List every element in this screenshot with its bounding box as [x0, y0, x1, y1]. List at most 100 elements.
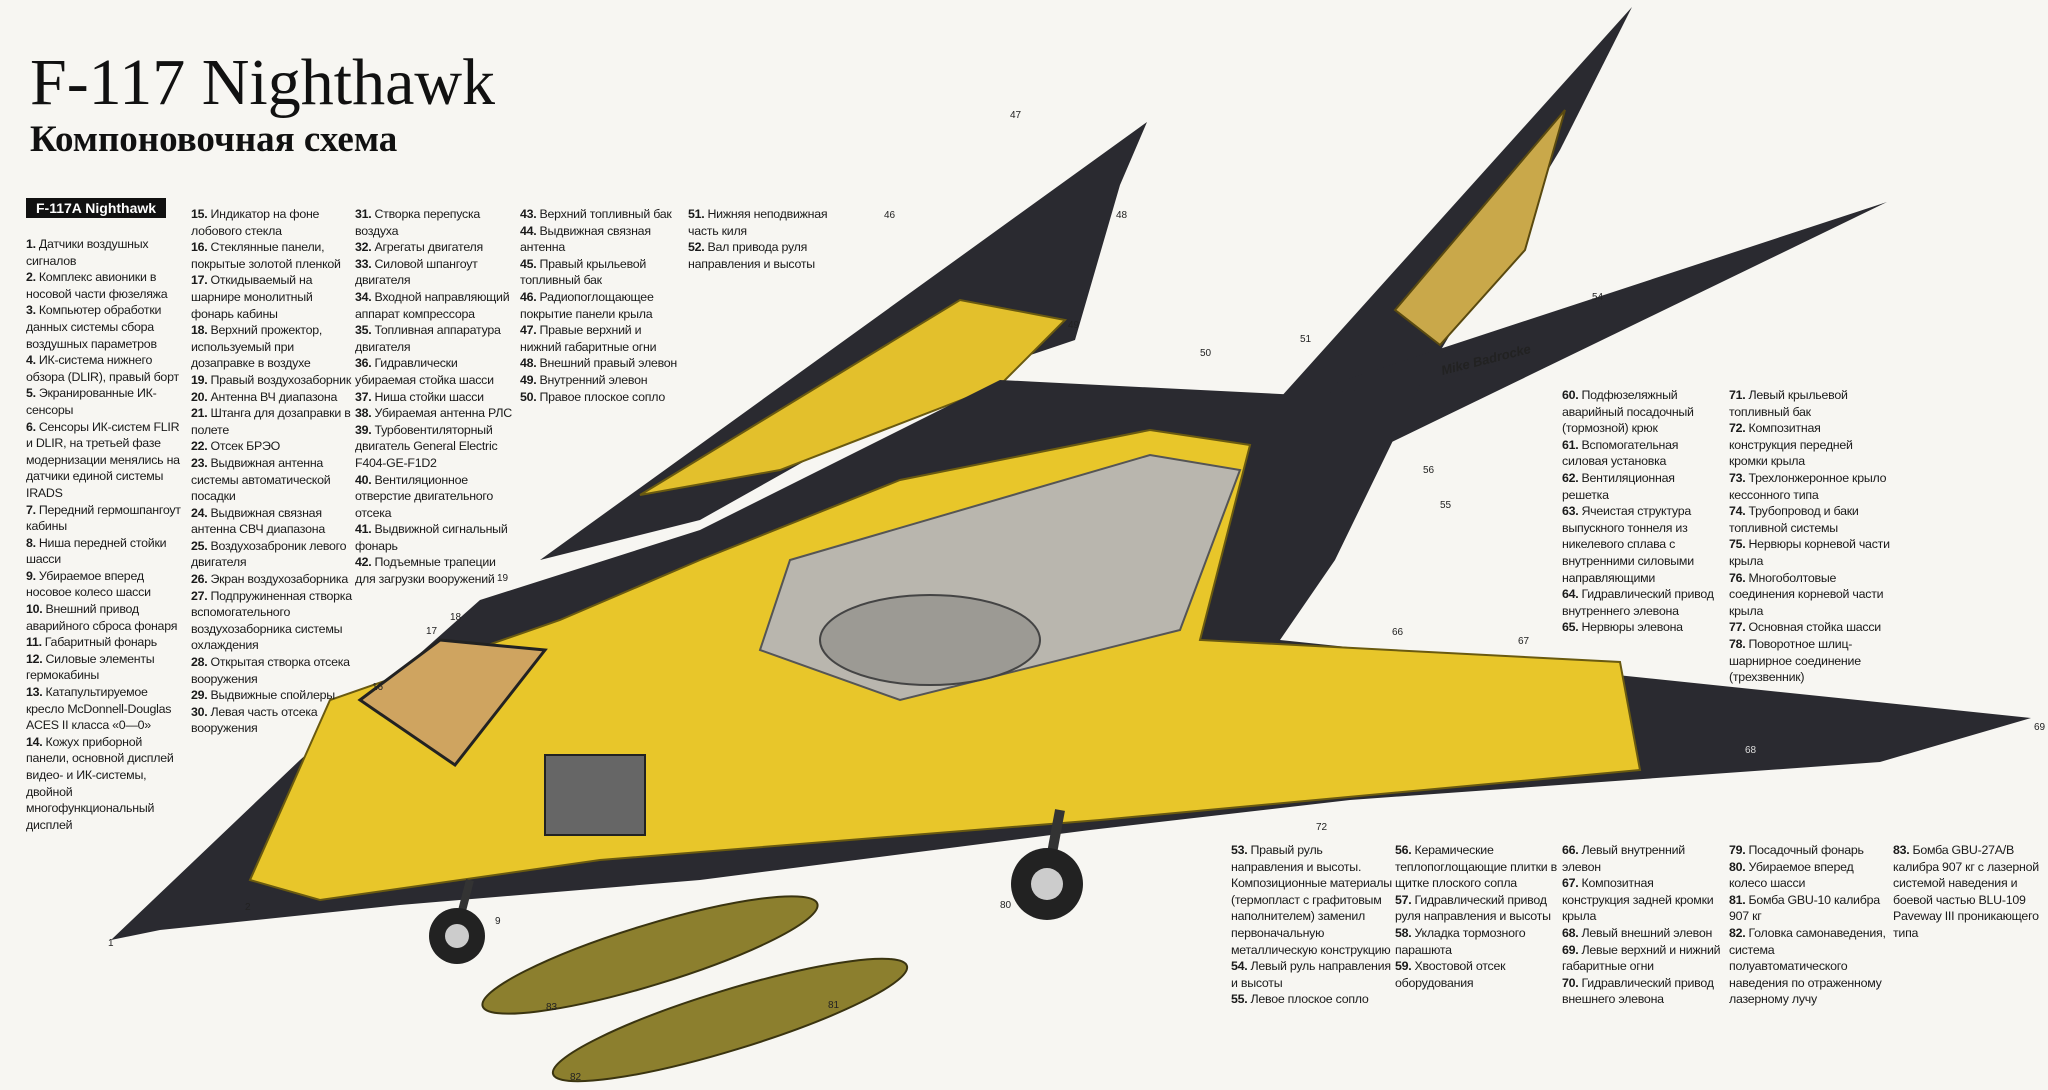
legend-item-text: Штанга для дозаправки в полете: [191, 406, 351, 437]
legend-item: 29.Выдвижные спойлеры: [191, 687, 353, 704]
callout-number: 46: [884, 210, 896, 221]
legend-item-text: Топливная аппаратура двигателя: [355, 323, 501, 354]
legend-item-number: 41.: [355, 522, 372, 537]
legend-item-text: Композитная конструкция задней кромки кр…: [1562, 876, 1714, 924]
legend-item-number: 18.: [191, 323, 208, 338]
legend-item: 45.Правый крыльевой топливный бак: [520, 256, 682, 289]
callout-number: 83: [546, 1002, 558, 1013]
legend-column-6: 53.Правый руль направления и высоты. Ком…: [1231, 842, 1393, 1008]
legend-item: 25.Воздухозаброник левого двигателя: [191, 538, 353, 571]
legend-item-number: 82.: [1729, 925, 1746, 940]
callout-number: 67: [1518, 636, 1530, 647]
legend-item-number: 27.: [191, 588, 208, 603]
legend-item: 44.Выдвижная связная антенна: [520, 223, 682, 256]
legend-item: 64.Гидравлический привод внутреннего эле…: [1562, 586, 1724, 619]
legend-item-number: 12.: [26, 651, 43, 666]
legend-item-number: 55.: [1231, 992, 1248, 1007]
legend-item: 65.Нервюры элевона: [1562, 619, 1724, 636]
legend-item-number: 5.: [26, 386, 36, 401]
legend-item: 53.Правый руль направления и высоты. Ком…: [1231, 842, 1393, 958]
legend-item-text: Выдвижные спойлеры: [210, 688, 335, 703]
legend-item-number: 4.: [26, 353, 36, 368]
aircraft-badge: F-117A Nighthawk: [26, 198, 167, 218]
legend-item-text: Отсек БРЭО: [210, 439, 281, 454]
legend-item-number: 40.: [355, 472, 372, 487]
page-subtitle: Компоновочная схема: [30, 119, 398, 160]
legend-item-number: 60.: [1562, 388, 1579, 402]
legend-item-text: Входной направляющий аппарат компрессора: [355, 289, 510, 321]
legend-item-text: Левая часть отсека вооружения: [191, 704, 318, 736]
legend-item: 79.Посадочный фонарь: [1729, 842, 1891, 859]
legend-item-number: 11.: [26, 635, 42, 650]
legend-item: 62.Вентиляционная решетка: [1562, 470, 1724, 503]
legend-item-number: 83.: [1893, 843, 1910, 857]
legend-item: 19.Правый воздухозаборник: [191, 372, 353, 389]
legend-item-number: 69.: [1562, 942, 1579, 957]
legend-item-text: Гидравлически убираемая стойка шасси: [355, 356, 494, 387]
callout-number: 66: [1392, 627, 1404, 638]
legend-item-text: Выдвижная связная антенна: [520, 223, 651, 255]
legend-item-number: 14.: [26, 734, 43, 749]
right-fin: [1280, 7, 1632, 398]
legend-item-number: 2.: [26, 270, 36, 285]
legend-item-number: 13.: [26, 685, 43, 700]
legend-item-number: 38.: [355, 406, 372, 421]
legend-item: 27.Подпружиненная створка вспомогательно…: [191, 588, 353, 654]
legend-item-text: Хвостовой отсек оборудования: [1395, 959, 1506, 990]
legend-item: 6.Сенсоры ИК-систем FLIR и DLIR, на трет…: [26, 419, 184, 502]
legend-item-text: Компьютер обработки данных системы сбора…: [26, 303, 162, 351]
legend-item-text: Экранированные ИК-сенсоры: [26, 386, 157, 417]
legend-item: 49.Внутренний элевон: [520, 372, 682, 389]
legend-item-text: Нервюры корневой части крыла: [1729, 537, 1890, 568]
legend-item-text: Датчики воздушных сигналов: [26, 237, 149, 268]
legend-item-number: 47.: [520, 323, 537, 338]
nose-landing-gear: [429, 878, 485, 964]
legend-item-text: Гидравлический привод внешнего элевона: [1562, 975, 1714, 1007]
legend-item: 60.Подфюзеляжный аварийный посадочный (т…: [1562, 387, 1724, 437]
legend-item-number: 39.: [355, 422, 372, 437]
legend-item-number: 34.: [355, 289, 372, 304]
legend-item-number: 26.: [191, 572, 208, 587]
legend-item-number: 61.: [1562, 437, 1579, 452]
callout-number: 9: [495, 916, 501, 927]
legend-item-number: 62.: [1562, 470, 1579, 485]
main-landing-gear: [1011, 809, 1083, 920]
legend-item-number: 51.: [688, 207, 705, 221]
legend-item-text: Верхний прожектор, используемый при доза…: [191, 323, 323, 371]
legend-item-text: Вспомогательная силовая установка: [1562, 437, 1679, 469]
legend-item: 69.Левые верхний и нижний габаритные огн…: [1562, 942, 1724, 975]
legend-item-text: Подъемные трапеции для загрузки вооружен…: [355, 555, 496, 587]
legend-item: 34.Входной направляющий аппарат компресс…: [355, 289, 517, 322]
legend-item-text: Левый внешний элевон: [1581, 925, 1713, 940]
legend-item: 38.Убираемая антенна РЛС: [355, 405, 517, 422]
legend-item-number: 16.: [191, 240, 208, 255]
legend-item: 41.Выдвижной сигнальный фонарь: [355, 521, 517, 554]
legend-item-text: Выдвижная антенна системы автоматической…: [191, 455, 331, 504]
legend-item-number: 57.: [1395, 892, 1412, 907]
callout-number: 1: [108, 938, 114, 949]
legend-item: 12.Силовые элементы гермокабины: [26, 651, 184, 684]
legend-item: 10.Внешний привод аварийного сброса фона…: [26, 601, 184, 634]
legend-item-text: Воздухозаброник левого двигателя: [191, 538, 347, 570]
legend-item-text: Правый руль направления и высоты. Композ…: [1231, 843, 1392, 957]
legend-item-number: 6.: [26, 419, 36, 434]
legend-item: 74.Трубопровод и баки топливной системы: [1729, 503, 1891, 536]
callout-number: 18: [450, 612, 462, 623]
legend-item-number: 7.: [26, 502, 36, 517]
legend-item-text: Нервюры элевона: [1581, 620, 1683, 635]
legend-item-number: 22.: [191, 439, 208, 454]
legend-item: 43.Верхний топливный бак: [520, 206, 682, 223]
legend-item: 47.Правые верхний и нижний габаритные ог…: [520, 322, 682, 355]
legend-item-text: Поворотное шлиц-шарнирное соединение (тр…: [1729, 636, 1861, 685]
legend-item-number: 28.: [191, 655, 208, 670]
legend-item: 20.Антенна ВЧ диапазона: [191, 389, 353, 406]
legend-item-number: 32.: [355, 240, 372, 255]
legend-item-text: Бомба GBU-10 калибра 907 кг: [1729, 892, 1880, 924]
legend-item: 63.Ячеистая структура выпускного тоннеля…: [1562, 503, 1724, 586]
legend-item-text: Открытая створка отсека вооружения: [191, 655, 350, 686]
legend-item: 77.Основная стойка шасси: [1729, 619, 1891, 636]
legend-item: 11.Габаритный фонарь: [26, 634, 184, 651]
legend-item-text: Головка самонаведения, система полуавтом…: [1729, 925, 1886, 1007]
